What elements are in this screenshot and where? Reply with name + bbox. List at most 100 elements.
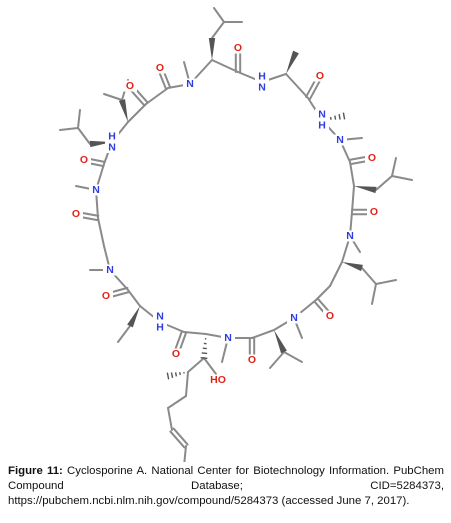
svg-text:O: O <box>234 42 242 54</box>
side-chain-bond <box>361 267 377 285</box>
stereo-wedge <box>286 50 299 74</box>
side-chain-bond <box>371 283 377 305</box>
side-chain-bond <box>103 93 123 101</box>
svg-text:O: O <box>370 206 378 218</box>
oxygen-label: O <box>231 42 245 54</box>
ring-bond <box>211 59 239 73</box>
side-chain-bond <box>187 357 205 373</box>
svg-text:H: H <box>258 71 266 83</box>
svg-text:N: N <box>346 230 354 242</box>
ring-bond <box>351 185 355 213</box>
oxygen-label: O <box>99 290 113 302</box>
nitrogen-label: N <box>103 264 117 276</box>
side-chain-bond <box>185 371 189 397</box>
svg-text:N: N <box>336 134 344 146</box>
side-chain-bond <box>211 21 225 39</box>
stereo-wedge <box>208 38 216 60</box>
svg-text:O: O <box>368 152 376 164</box>
stereo-hashed <box>200 338 208 359</box>
svg-text:O: O <box>326 310 334 322</box>
oxygen-label: O <box>153 62 167 74</box>
hydroxyl-label: HO <box>208 374 228 386</box>
ring-bond <box>285 73 309 99</box>
oxygen-label: O <box>245 354 259 366</box>
svg-text:N: N <box>258 82 266 94</box>
figure-number: Figure 11: <box>8 465 63 477</box>
oxygen-label: O <box>77 154 91 166</box>
nitrogen-label: N <box>183 78 197 90</box>
oxygen-label: O <box>367 206 381 218</box>
svg-text:HO: HO <box>210 374 226 386</box>
svg-text:H: H <box>156 322 164 334</box>
nitrogen-label: N <box>221 332 235 344</box>
side-chain-bond <box>77 109 81 129</box>
svg-text:N: N <box>108 142 116 154</box>
svg-text:N: N <box>92 184 100 196</box>
side-chain-bond <box>203 357 217 375</box>
stereo-wedge <box>342 262 363 272</box>
side-chain-bond <box>77 127 91 145</box>
nh-label: NH <box>315 109 329 132</box>
stereo-hashed <box>166 371 185 380</box>
svg-text:O: O <box>80 154 88 166</box>
nh-label: HN <box>255 71 269 94</box>
side-chain-bond <box>283 351 303 363</box>
nh-label: HN <box>105 131 119 154</box>
ring-bond <box>127 289 141 307</box>
side-chain-bond <box>167 407 173 431</box>
ring-bond <box>329 261 343 287</box>
ring-bond <box>251 329 275 339</box>
side-chain-bond <box>59 127 79 131</box>
side-chain-bond <box>213 7 225 23</box>
oxygen-label: O <box>169 348 183 360</box>
svg-text:N: N <box>318 109 326 121</box>
svg-text:N: N <box>290 312 298 324</box>
caption-text: Cyclosporine A. National Center for Biot… <box>8 465 445 507</box>
svg-text:N: N <box>224 332 232 344</box>
svg-text:O: O <box>126 80 134 92</box>
ring-bond <box>145 87 169 105</box>
alkene-bond <box>169 430 186 449</box>
alkene-bond <box>172 427 189 446</box>
side-chain-bond <box>167 395 187 409</box>
figure-caption: Figure 11: Cyclosporine A. National Cent… <box>8 464 444 509</box>
svg-text:O: O <box>248 354 256 366</box>
svg-text:O: O <box>156 62 164 74</box>
ring-bond <box>97 217 105 247</box>
svg-text:N: N <box>156 311 164 323</box>
stereo-hashed <box>325 112 346 120</box>
ring-bond <box>349 161 355 187</box>
ring-bond <box>127 103 147 123</box>
svg-text:H: H <box>108 131 116 143</box>
stereo-wedge <box>127 306 140 328</box>
nh-label: NH <box>153 311 167 334</box>
svg-text:N: N <box>106 264 114 276</box>
svg-text:O: O <box>72 208 80 220</box>
svg-text:O: O <box>102 290 110 302</box>
oxygen-label: O <box>365 152 379 164</box>
stereo-wedge <box>274 330 287 354</box>
nitrogen-label: N <box>287 312 301 324</box>
nitrogen-label: N <box>343 230 357 242</box>
oxygen-label: O <box>123 80 137 92</box>
oxygen-label: O <box>313 70 327 82</box>
svg-text:O: O <box>316 70 324 82</box>
nitrogen-label: N <box>333 134 347 146</box>
svg-text:H: H <box>318 120 326 132</box>
oxygen-label: O <box>323 310 337 322</box>
ring-bond <box>183 331 207 335</box>
stereo-wedge <box>354 186 377 194</box>
oxygen-label: O <box>69 208 83 220</box>
svg-text:N: N <box>186 78 194 90</box>
side-chain-bond <box>391 175 413 181</box>
nitrogen-label: N <box>89 184 103 196</box>
side-chain-bond <box>375 175 393 191</box>
side-chain-bond <box>117 325 131 343</box>
stereo-wedge <box>118 99 128 122</box>
side-chain-bond <box>391 157 397 177</box>
side-chain-bond <box>269 351 285 369</box>
side-chain-bond <box>183 445 187 462</box>
